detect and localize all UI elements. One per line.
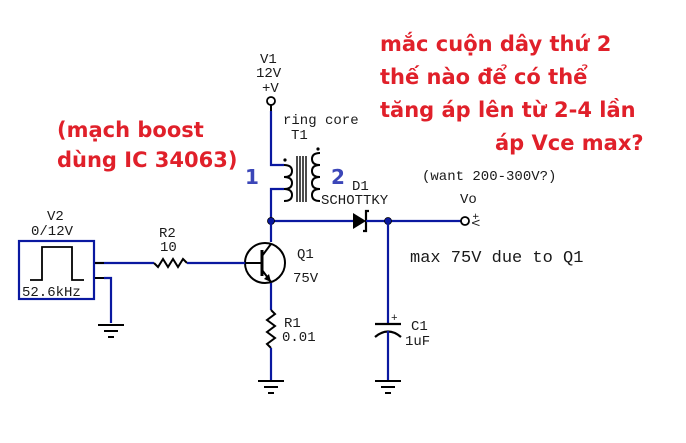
max-note: max 75V due to Q1 [410, 249, 583, 268]
r2-value: 10 [160, 240, 177, 256]
question-line-2: thế nào để có thể [380, 64, 588, 89]
vo-name: Vo [460, 192, 477, 208]
wire-t1-to-node [269, 187, 284, 221]
wire-v1-to-t1 [269, 111, 284, 167]
v2-value: 0/12V [31, 224, 74, 240]
ground-icon [98, 324, 124, 338]
wire-v2-to-ground [104, 276, 113, 323]
t1-name: T1 [291, 128, 308, 144]
question-line-3: tăng áp lên từ 2-4 lần [380, 98, 636, 122]
r1-value: 0.01 [282, 330, 316, 346]
c1-value: 1uF [405, 334, 430, 350]
v1-terminal: +V [262, 81, 279, 97]
transformer-icon [283, 147, 321, 202]
want-note: (want 200-300V?) [422, 169, 556, 185]
winding-1-label: 1 [245, 165, 259, 189]
resistor-r2-icon [153, 257, 188, 269]
resistor-r1-icon [265, 309, 277, 349]
pulse-source-box [17, 239, 96, 301]
c1-name: C1 [411, 319, 428, 335]
v1-name: V1 [260, 52, 277, 68]
ground-icon [375, 380, 401, 394]
v1-terminal-icon [266, 96, 276, 106]
v2-frequency: 52.6kHz [22, 285, 81, 301]
d1-type: SCHOTTKY [321, 193, 389, 209]
r1-name: R1 [284, 316, 301, 332]
c1-polarity: + [391, 313, 398, 325]
winding-2-label: 2 [331, 165, 345, 189]
question-line-1: mắc cuộn dây thứ 2 [380, 31, 611, 56]
vo-terminal-icon [460, 216, 470, 226]
v1-value: 12V [256, 66, 282, 82]
pulse-waveform-icon [30, 246, 84, 281]
v2-name: V2 [47, 209, 64, 225]
ic-note-line-2: dùng IC 34063) [57, 148, 237, 172]
q1-name: Q1 [297, 247, 314, 263]
ground-icon [258, 380, 284, 394]
npn-transistor-icon [244, 242, 286, 284]
question-line-4: áp Vce max? [495, 131, 644, 155]
r2-name: R2 [159, 226, 176, 242]
ic-note-line-1: (mạch boost [57, 118, 204, 142]
q1-value: 75V [293, 271, 319, 287]
d1-name: D1 [352, 179, 369, 195]
t1-desc: ring core [283, 113, 359, 129]
vo-terminal: +V [468, 213, 480, 227]
